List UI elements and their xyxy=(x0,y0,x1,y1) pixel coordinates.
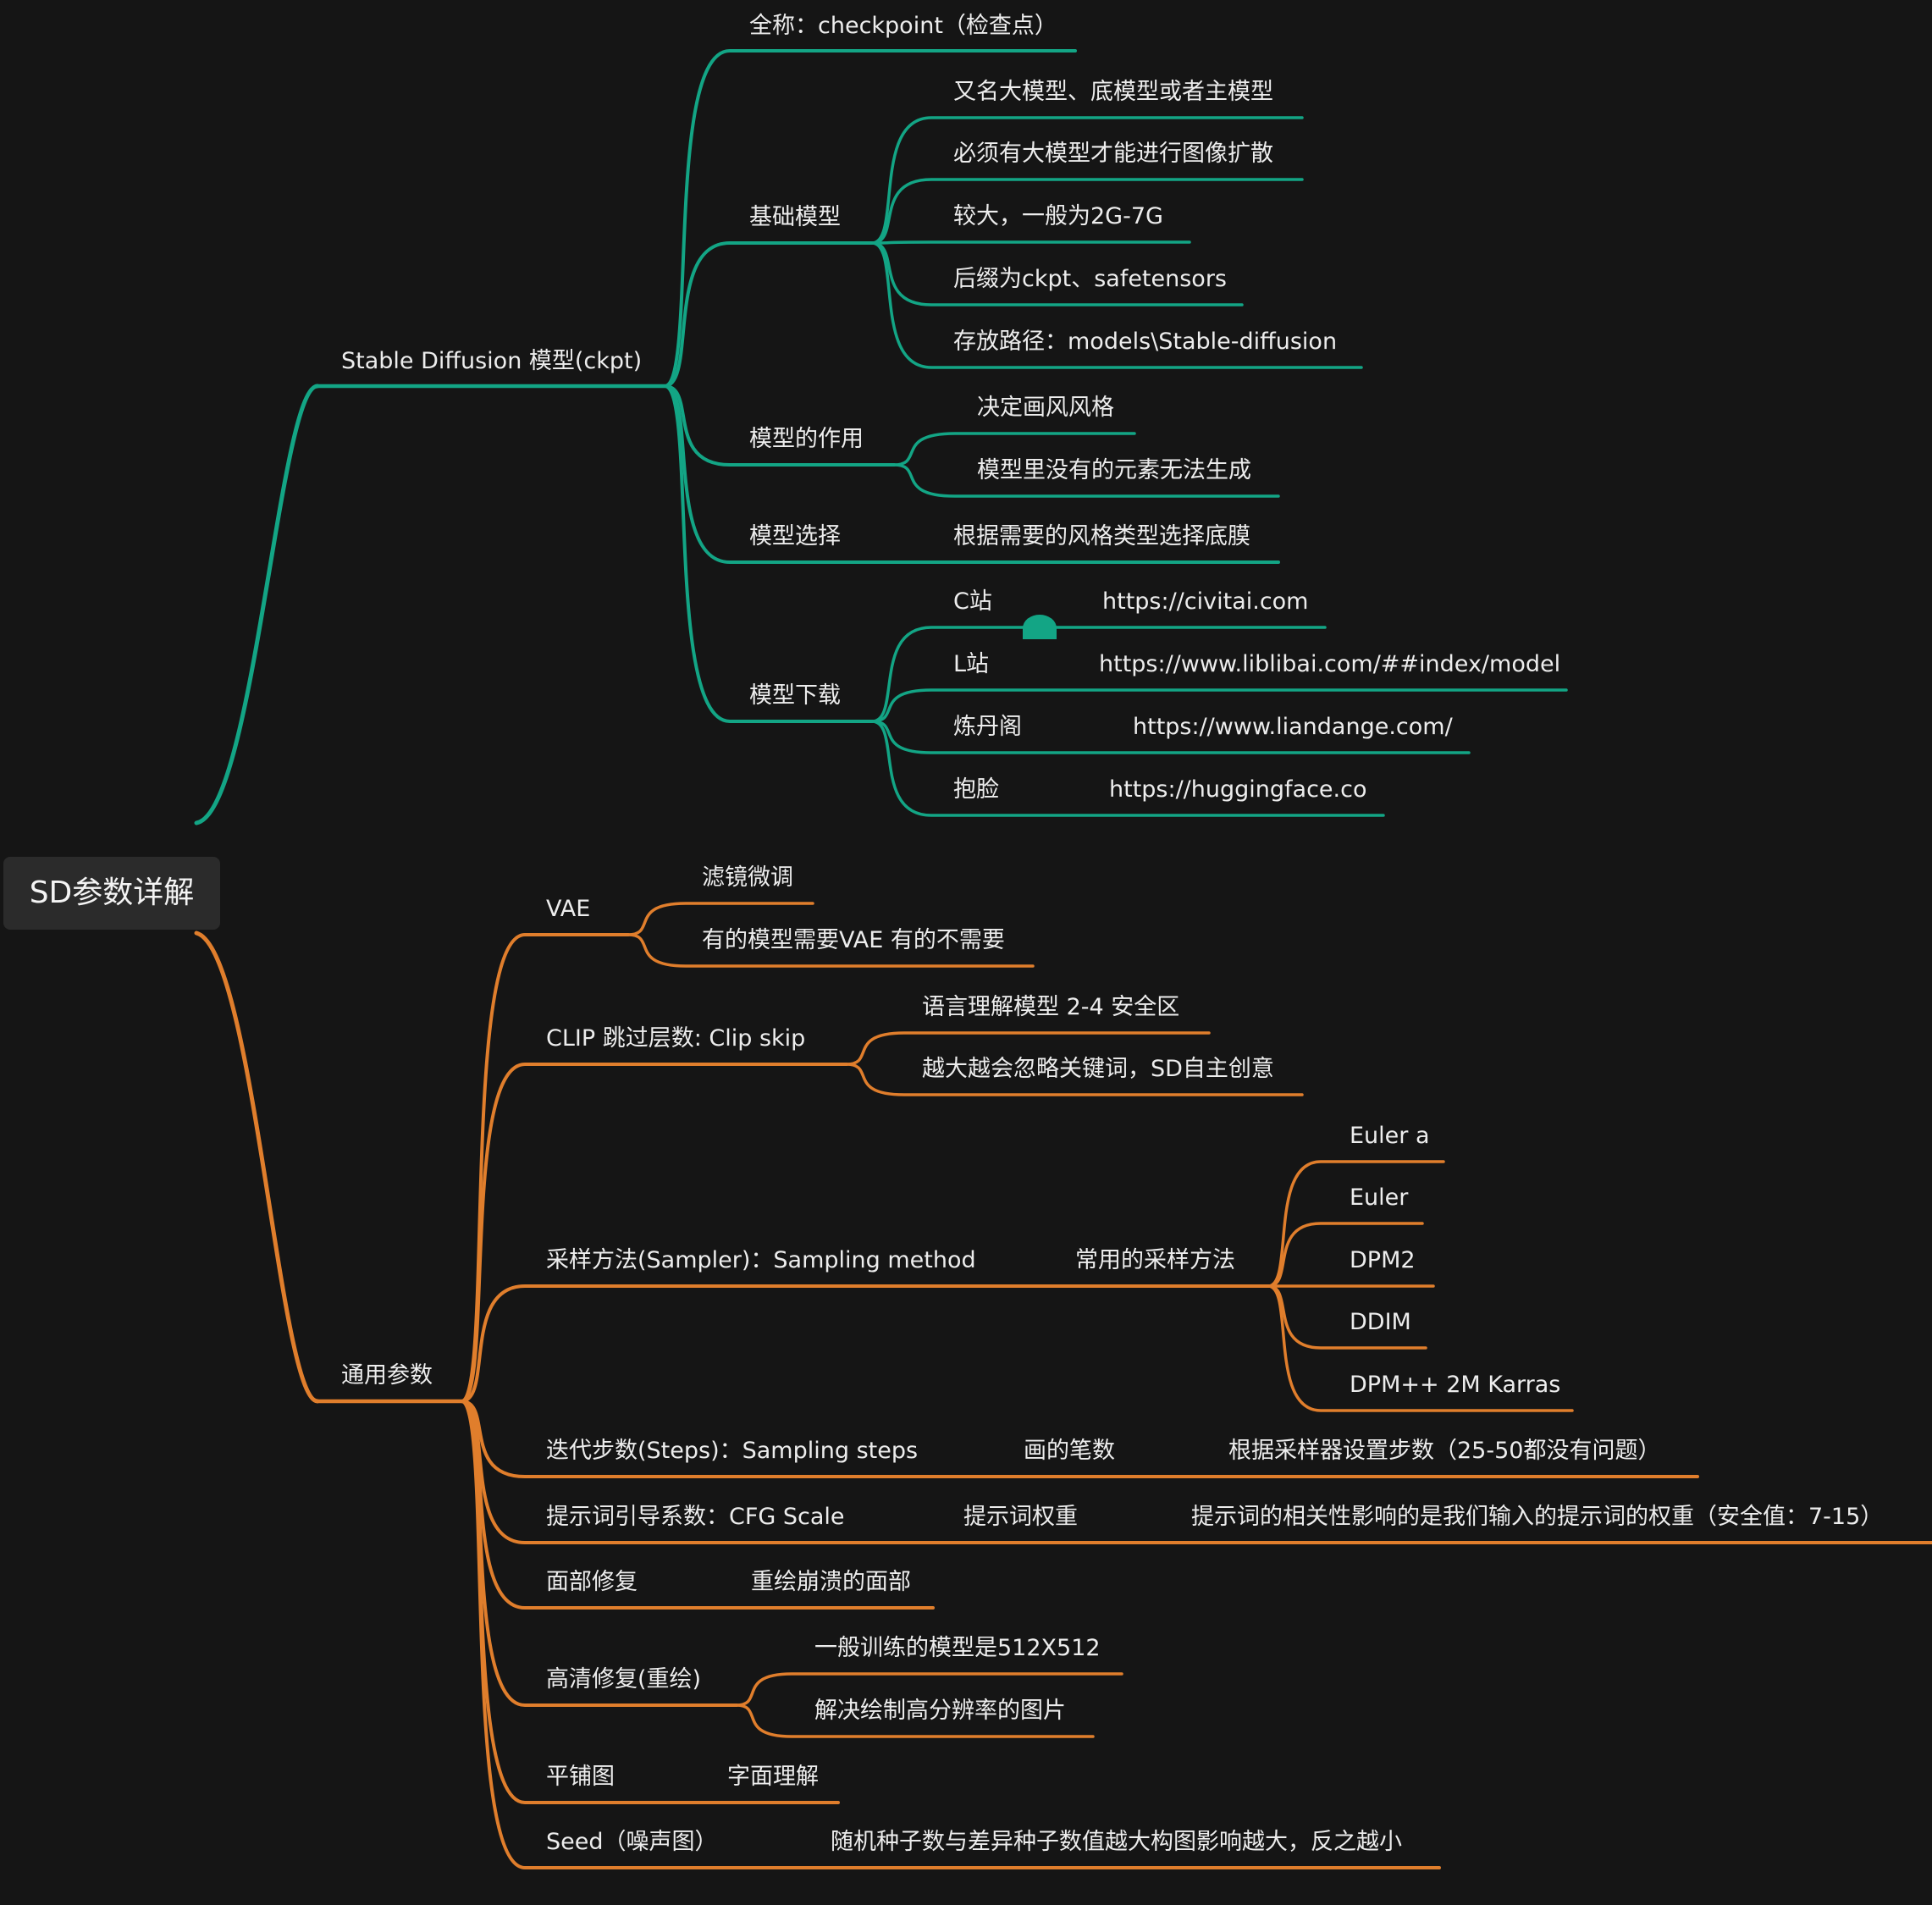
connector-sampler-2 xyxy=(1267,1222,1424,1288)
connector-clip-1 xyxy=(845,1031,1211,1066)
leaf-tiling[interactable]: 字面理解 xyxy=(727,1764,819,1790)
collapse-toggle-icon[interactable] xyxy=(1023,615,1057,639)
site-name-c[interactable]: C站 xyxy=(953,588,992,615)
connector-steps xyxy=(460,1400,1699,1478)
leaf-sampler-dpm2[interactable]: DPM2 xyxy=(1350,1247,1416,1273)
node-vae[interactable]: VAE xyxy=(546,896,591,922)
node-model-download[interactable]: 模型下载 xyxy=(749,682,841,709)
connector-hires-1 xyxy=(735,1672,1123,1707)
connector-role-1 xyxy=(892,432,1136,467)
leaf-role-1[interactable]: 决定画风风格 xyxy=(977,395,1114,421)
node-tiling[interactable]: 平铺图 xyxy=(546,1764,615,1790)
connector-role-2 xyxy=(892,463,1280,498)
connector-root-model xyxy=(194,384,320,826)
node-steps[interactable]: 迭代步数(Steps)：Sampling steps xyxy=(546,1438,919,1464)
connector-sampler-1 xyxy=(1267,1160,1445,1288)
leaf-base-2[interactable]: 必须有大模型才能进行图像扩散 xyxy=(953,141,1273,167)
site-url-l[interactable]: https://www.liblibai.com/##index/model xyxy=(1099,651,1561,677)
connector-seed xyxy=(460,1400,1441,1869)
leaf-clip-1[interactable]: 语言理解模型 2-4 安全区 xyxy=(922,994,1180,1020)
site-url-c[interactable]: https://civitai.com xyxy=(1102,588,1309,615)
node-model-choice[interactable]: 模型选择 xyxy=(749,523,841,549)
leaf-seed[interactable]: 随机种子数与差异种子数值越大构图影响越大，反之越小 xyxy=(831,1829,1402,1855)
node-common-samplers[interactable]: 常用的采样方法 xyxy=(1075,1247,1235,1273)
connector-model-choice xyxy=(663,384,1280,564)
connector-sampler-5 xyxy=(1267,1284,1574,1412)
leaf-sampler-ddim[interactable]: DDIM xyxy=(1350,1309,1411,1335)
site-name-hf[interactable]: 抱脸 xyxy=(953,776,999,803)
node-cfg-sub[interactable]: 提示词权重 xyxy=(963,1504,1078,1530)
node-face-restore[interactable]: 面部修复 xyxy=(546,1569,638,1595)
connector-base-3 xyxy=(870,240,1191,245)
connector-clip-skip xyxy=(460,1063,848,1403)
node-model-role[interactable]: 模型的作用 xyxy=(749,426,864,452)
leaf-hires-2[interactable]: 解决绘制高分辨率的图片 xyxy=(814,1698,1066,1724)
leaf-face-restore[interactable]: 重绘崩溃的面部 xyxy=(751,1569,911,1595)
connector-site-4 xyxy=(870,720,1385,817)
site-name-liandange[interactable]: 炼丹阁 xyxy=(953,714,1022,740)
connector-base-1 xyxy=(870,116,1304,245)
site-name-l[interactable]: L站 xyxy=(953,651,990,677)
connector-site-2 xyxy=(870,688,1568,723)
leaf-steps-detail[interactable]: 根据采样器设置步数（25-50都没有问题） xyxy=(1228,1438,1661,1464)
connector-vae-2 xyxy=(627,933,1035,968)
connector-site-3 xyxy=(870,720,1471,754)
node-steps-sub[interactable]: 画的笔数 xyxy=(1024,1438,1115,1464)
leaf-base-5[interactable]: 存放路径：models\Stable-diffusion xyxy=(953,329,1338,355)
root-node[interactable]: SD参数详解 xyxy=(3,857,220,930)
connector-root-params xyxy=(194,930,320,1404)
connector-sampler xyxy=(460,1284,1270,1403)
leaf-cfg-detail[interactable]: 提示词的相关性影响的是我们输入的提示词的权重（安全值：7-15） xyxy=(1191,1504,1884,1530)
connector-base-5 xyxy=(870,241,1363,369)
connector-base-4 xyxy=(870,241,1244,306)
node-common-params[interactable]: 通用参数 xyxy=(341,1362,433,1389)
leaf-choice[interactable]: 根据需要的风格类型选择底膜 xyxy=(953,523,1250,549)
leaf-vae-1[interactable]: 滤镜微调 xyxy=(702,864,793,891)
connector-hires-2 xyxy=(735,1703,1095,1738)
leaf-vae-2[interactable]: 有的模型需要VAE 有的不需要 xyxy=(702,927,1005,953)
connector-site-1 xyxy=(870,626,1327,723)
leaf-base-3[interactable]: 较大，一般为2G-7G xyxy=(953,203,1163,229)
connector-model-role xyxy=(663,384,896,467)
leaf-sampler-dpmpp[interactable]: DPM++ 2M Karras xyxy=(1350,1372,1561,1398)
node-seed[interactable]: Seed（噪声图） xyxy=(546,1829,718,1855)
node-cfg[interactable]: 提示词引导系数：CFG Scale xyxy=(546,1504,845,1530)
node-clip-skip[interactable]: CLIP 跳过层数: Clip skip xyxy=(546,1025,806,1052)
leaf-sampler-euler[interactable]: Euler xyxy=(1350,1184,1409,1211)
node-sampler[interactable]: 采样方法(Sampler)：Sampling method xyxy=(546,1247,976,1273)
node-sd-model[interactable]: Stable Diffusion 模型(ckpt) xyxy=(341,348,643,374)
leaf-role-2[interactable]: 模型里没有的元素无法生成 xyxy=(977,457,1251,483)
node-base-model[interactable]: 基础模型 xyxy=(749,204,841,230)
node-fullname[interactable]: 全称：checkpoint（检查点） xyxy=(749,13,1057,39)
connector-fullname xyxy=(663,49,1077,388)
node-hires-fix[interactable]: 高清修复(重绘) xyxy=(546,1666,702,1692)
connector-vae-1 xyxy=(627,902,814,936)
connector-base-2 xyxy=(870,178,1304,245)
connector-model-download xyxy=(663,384,874,723)
site-url-hf[interactable]: https://huggingface.co xyxy=(1109,776,1367,803)
leaf-base-4[interactable]: 后缀为ckpt、safetensors xyxy=(953,266,1227,292)
connector-base-model xyxy=(663,241,874,388)
leaf-base-1[interactable]: 又名大模型、底模型或者主模型 xyxy=(953,79,1273,105)
site-url-liandange[interactable]: https://www.liandange.com/ xyxy=(1133,714,1453,740)
leaf-sampler-euler-a[interactable]: Euler a xyxy=(1350,1123,1430,1149)
leaf-clip-2[interactable]: 越大越会忽略关键词，SD自主创意 xyxy=(922,1056,1274,1082)
connector-clip-2 xyxy=(845,1063,1304,1096)
leaf-hires-1[interactable]: 一般训练的模型是512X512 xyxy=(814,1635,1101,1661)
